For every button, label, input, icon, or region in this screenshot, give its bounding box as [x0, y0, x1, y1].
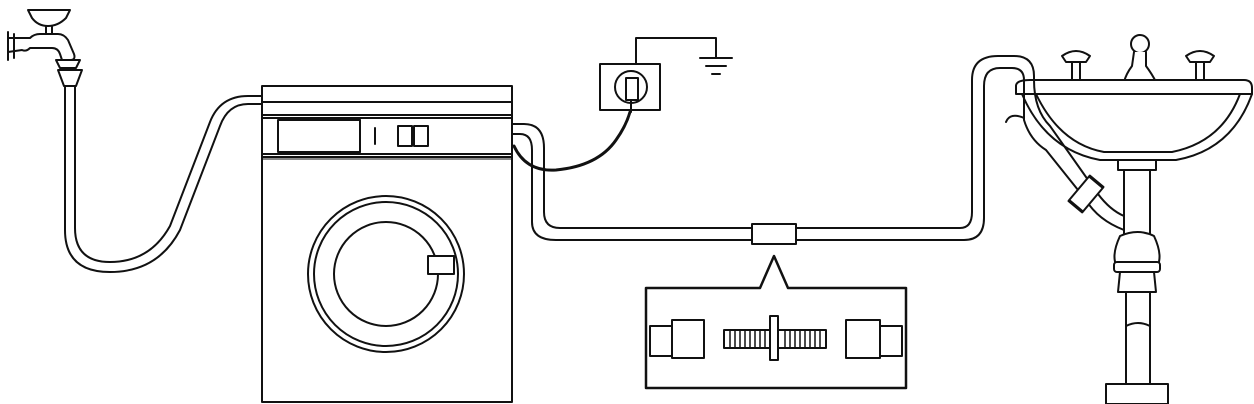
- program-button-2: [413, 125, 429, 147]
- drain-hose: [511, 55, 1035, 241]
- magnifier-callout-icon: [644, 254, 908, 390]
- door-outer-ring: [307, 195, 465, 353]
- sink-icon: [1015, 34, 1253, 171]
- faucet-icon: [7, 9, 83, 87]
- thread-lines: [729, 329, 821, 349]
- door-handle-icon: [427, 255, 455, 275]
- program-button-1: [397, 125, 413, 147]
- inlet-hose: [64, 85, 263, 273]
- coupler-icon: [751, 223, 797, 245]
- ground-symbol-icon: [699, 57, 733, 75]
- siphon-trap-icon: [1005, 79, 1169, 404]
- socket-icon: [599, 37, 717, 113]
- washing-machine-icon: [261, 85, 513, 403]
